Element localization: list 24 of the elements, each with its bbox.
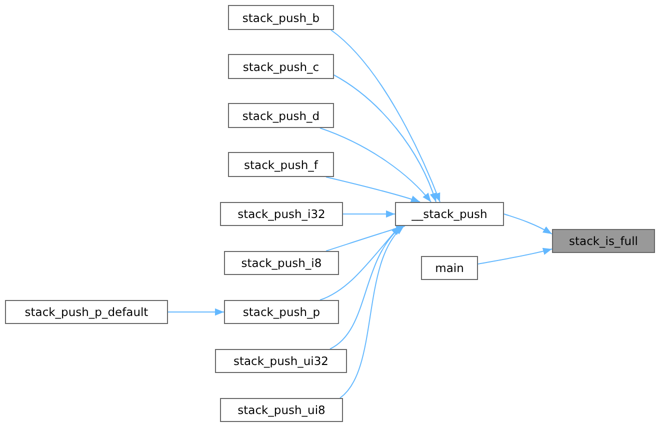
function-box: stack_push_ui32 (215, 349, 347, 373)
function-box: main (421, 256, 478, 280)
arrow (326, 224, 406, 252)
arrow (320, 226, 400, 300)
arrow (478, 248, 552, 264)
arrow (330, 30, 440, 202)
arrow (342, 210, 396, 218)
arrow (320, 128, 432, 202)
highlighted-function-box: stack_is_full (552, 229, 655, 253)
function-box: stack_push_p_default (5, 300, 168, 324)
function-box: stack_push_i8 (224, 251, 339, 275)
function-box: stack_push_f (228, 152, 334, 177)
arrow (168, 308, 224, 316)
function-box: stack_push_c (228, 54, 334, 79)
function-box: stack_push_i32 (220, 202, 343, 226)
function-box: stack_push_d (228, 103, 334, 128)
function-box: __stack_push (395, 202, 504, 226)
function-box: stack_push_ui8 (220, 398, 343, 422)
arrow (340, 226, 404, 398)
function-box: stack_push_p (224, 300, 339, 324)
arrow (326, 176, 420, 203)
function-box: stack_push_b (228, 5, 334, 30)
arrow (504, 214, 552, 234)
arrow (334, 74, 436, 202)
